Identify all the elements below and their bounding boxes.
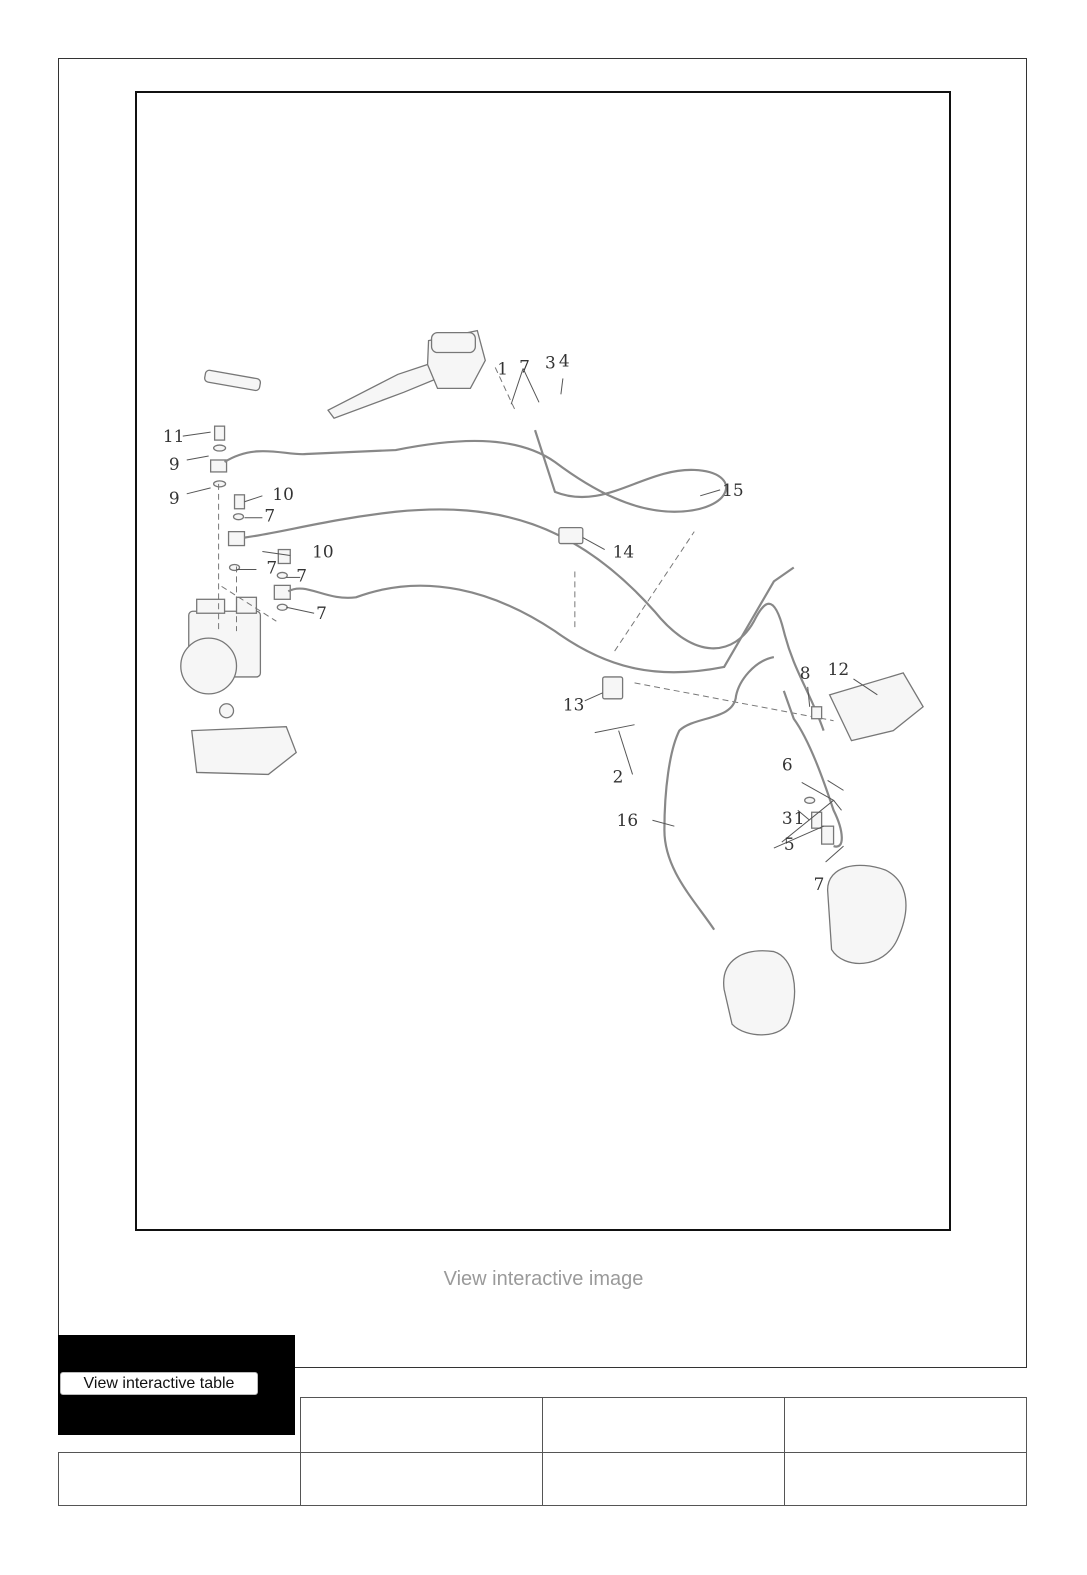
part-callout-label: 9 (169, 454, 180, 474)
part-callout-label: 14 (613, 542, 635, 562)
part-callout-label: 3 (782, 808, 793, 828)
part-callout-label: 1 (497, 358, 508, 378)
part-callout-label: 7 (814, 874, 825, 894)
table-cell (784, 1397, 1027, 1453)
table-cell (300, 1397, 543, 1453)
table-cell (542, 1452, 785, 1506)
part-callout-label: 4 (559, 350, 570, 370)
part-callout-label: 11 (163, 426, 185, 446)
part-callout-label: 6 (782, 754, 793, 774)
part-callout-label: 7 (266, 557, 277, 577)
table-cell (542, 1397, 785, 1453)
part-callout-label: 7 (264, 506, 275, 526)
part-callout-label: 7 (519, 356, 530, 376)
table-row (58, 1397, 1027, 1453)
part-callout-label: 13 (563, 695, 585, 715)
part-callout-label: 1 (794, 808, 805, 828)
part-callout-label: 5 (784, 834, 795, 854)
part-callout-label: 15 (722, 480, 744, 500)
part-callout-label: 10 (272, 484, 294, 504)
part-callout-label: 12 (828, 659, 850, 679)
table-cell (58, 1397, 301, 1453)
table-row (58, 1452, 1027, 1506)
master-cylinder-lever (327, 329, 486, 419)
part-callout-label: 8 (800, 663, 811, 683)
part-callout-label: 10 (312, 542, 334, 562)
part-callout-label: 9 (169, 488, 180, 508)
table-cell (784, 1452, 1027, 1506)
content-frame (58, 58, 1027, 1368)
table-cell (58, 1452, 301, 1506)
table-cell (300, 1452, 543, 1506)
view-interactive-image-link[interactable]: View interactive image (443, 1268, 644, 1290)
parts-table (58, 1397, 1027, 1506)
part-callout-label: 16 (617, 810, 639, 830)
part-callout-label: 3 (545, 352, 556, 372)
part-callout-label: 7 (316, 603, 327, 623)
view-interactive-table-button[interactable]: View interactive table (60, 1372, 258, 1395)
part-callout-label: 2 (613, 766, 624, 786)
part-callout-label: 7 (296, 565, 307, 585)
abs-unit (180, 596, 297, 776)
